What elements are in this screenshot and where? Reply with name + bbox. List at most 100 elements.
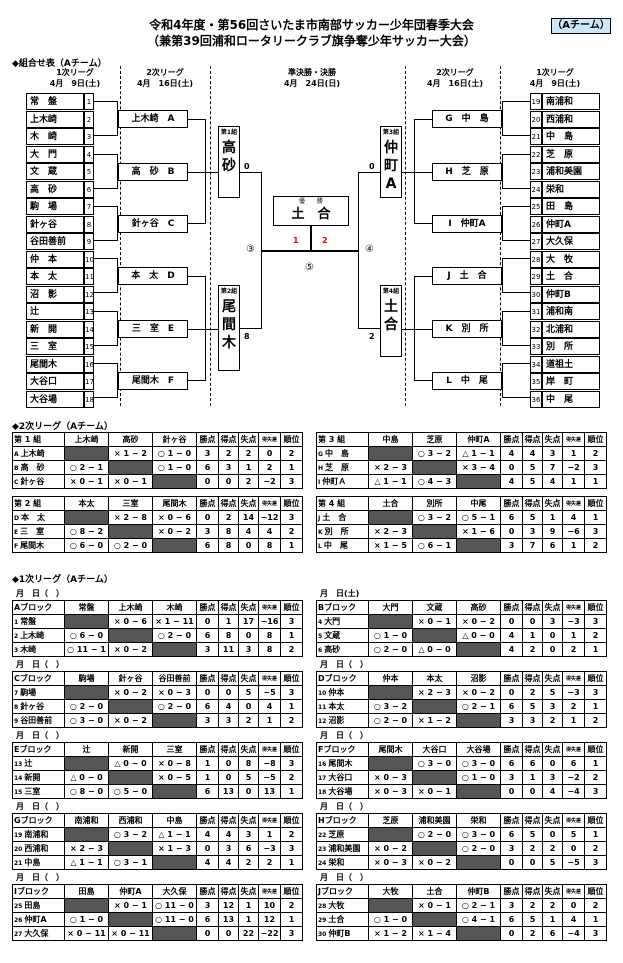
block-col-team: 中島 <box>152 813 197 828</box>
block-cell-result: × 0 − 2 <box>412 855 457 870</box>
block-cell-self <box>64 510 109 525</box>
block-cell-stat: 0 <box>522 855 543 870</box>
block-cell-stat: 1 <box>542 912 563 927</box>
link-left-c <box>94 206 118 241</box>
block-cell-stat: 2 <box>584 898 607 913</box>
semi-3-box: 第3組仲町A <box>380 126 402 198</box>
block-cell-self <box>108 524 153 539</box>
block-col-stat: 失点 <box>238 671 259 686</box>
block-col-team: 三室 <box>108 496 153 511</box>
block-cell-stat: 6 <box>500 756 523 771</box>
block-cell-result: ○ 3 − 0 <box>412 756 457 771</box>
block-cell-stat: 1 <box>584 827 607 842</box>
block-col-team: 仲町A <box>108 884 153 899</box>
team-left-6: 高 砂 <box>26 180 84 198</box>
block-cell-stat: 3 <box>500 770 523 785</box>
block-cell-stat: 4 <box>500 642 523 657</box>
block-cell-result: × 0 − 2 <box>108 685 153 700</box>
row-team: 大久保 <box>24 929 49 938</box>
team-left-16: 尾間木 <box>26 355 84 373</box>
block-cell-stat: 4 <box>542 474 563 489</box>
block-cell-stat: 6 <box>500 510 523 525</box>
block-cell-stat: 2 <box>584 446 607 461</box>
block-col-team: 高砂 <box>108 432 153 447</box>
block-col-stat: 失点 <box>238 496 259 511</box>
link-left-b <box>94 154 118 189</box>
block-cell-result: × 0 − 1 <box>412 614 457 629</box>
block-cell-stat: 12 <box>218 898 239 913</box>
row-no: 6 <box>318 647 323 654</box>
block-cell-result: ○ 2 − 0 <box>456 841 501 856</box>
block-col-stat: 得失差 <box>562 884 585 899</box>
block-cell-stat: 3 <box>500 713 523 728</box>
block-cell-stat: 22 <box>238 926 259 941</box>
block-col-stat: 勝点 <box>500 432 523 447</box>
block-cell-stat: 0 <box>542 642 563 657</box>
block-cell-stat: 6 <box>500 912 523 927</box>
block-date: 月 日（ ） <box>16 660 64 669</box>
block-col-stat: 失点 <box>238 742 259 757</box>
block-cell-stat: 0 <box>500 685 523 700</box>
block-cell-stat: 3 <box>196 446 219 461</box>
block-col-stat: 勝点 <box>196 742 219 757</box>
block-cell-stat: 4 <box>196 827 219 842</box>
block-cell-self <box>152 926 197 941</box>
block-cell-stat: 6 <box>522 756 543 771</box>
block-cell-stat: 1 <box>238 898 259 913</box>
row-no: 14 <box>14 775 23 782</box>
block-cell-stat: 2 <box>562 642 585 657</box>
semi-1-team: 高砂 <box>222 140 236 174</box>
block-label: Hブロック <box>316 813 369 828</box>
block-cell-stat: −2 <box>562 460 585 475</box>
block-col-stat: 得失差 <box>258 671 281 686</box>
block-cell-self <box>456 713 501 728</box>
block-cell-result: × 0 − 2 <box>456 685 501 700</box>
block-col-stat: 順位 <box>280 671 303 686</box>
block-cell-stat: 1 <box>562 446 585 461</box>
row-team: 尾間木 <box>328 759 353 768</box>
block-cell-stat: 6 <box>196 460 219 475</box>
link-def-mid <box>188 329 218 330</box>
block-label: Dブロック <box>316 671 369 686</box>
block-cell-stat: 1 <box>584 756 607 771</box>
block-cell-stat: 3 <box>542 446 563 461</box>
team-left-14: 新 開 <box>26 320 84 338</box>
block-col-stat: 勝点 <box>196 432 219 447</box>
block-cell-stat: 17 <box>238 614 259 629</box>
semi-2-box: 第2組尾間木 <box>218 285 240 371</box>
block-cell-self <box>152 538 197 553</box>
block-col-stat: 失点 <box>238 884 259 899</box>
group-box-d: 本 太 D <box>118 267 188 285</box>
block-cell-stat: 1 <box>238 460 259 475</box>
team-right-num-9: 27 <box>530 233 542 250</box>
block-cell-self <box>412 770 457 785</box>
block-cell-stat: −4 <box>562 926 585 941</box>
block-col-team: 芝原 <box>368 813 413 828</box>
team-right-num-11: 29 <box>530 268 542 285</box>
row-no: 5 <box>318 633 323 640</box>
row-no: 29 <box>318 917 327 924</box>
row-no: 23 <box>318 846 327 853</box>
block-cell-stat: 3 <box>522 713 543 728</box>
block-cell-result: ○ 11 − 0 <box>152 898 197 913</box>
block-col-team: 新開 <box>108 742 153 757</box>
block-cell-result: × 1 − 2 <box>108 446 153 461</box>
block-cell-stat: 3 <box>584 524 607 539</box>
row-team: 大門 <box>324 617 341 626</box>
block-col-stat: 順位 <box>584 884 607 899</box>
block-col-stat: 失点 <box>542 884 563 899</box>
row-team: 栄和 <box>328 858 345 867</box>
